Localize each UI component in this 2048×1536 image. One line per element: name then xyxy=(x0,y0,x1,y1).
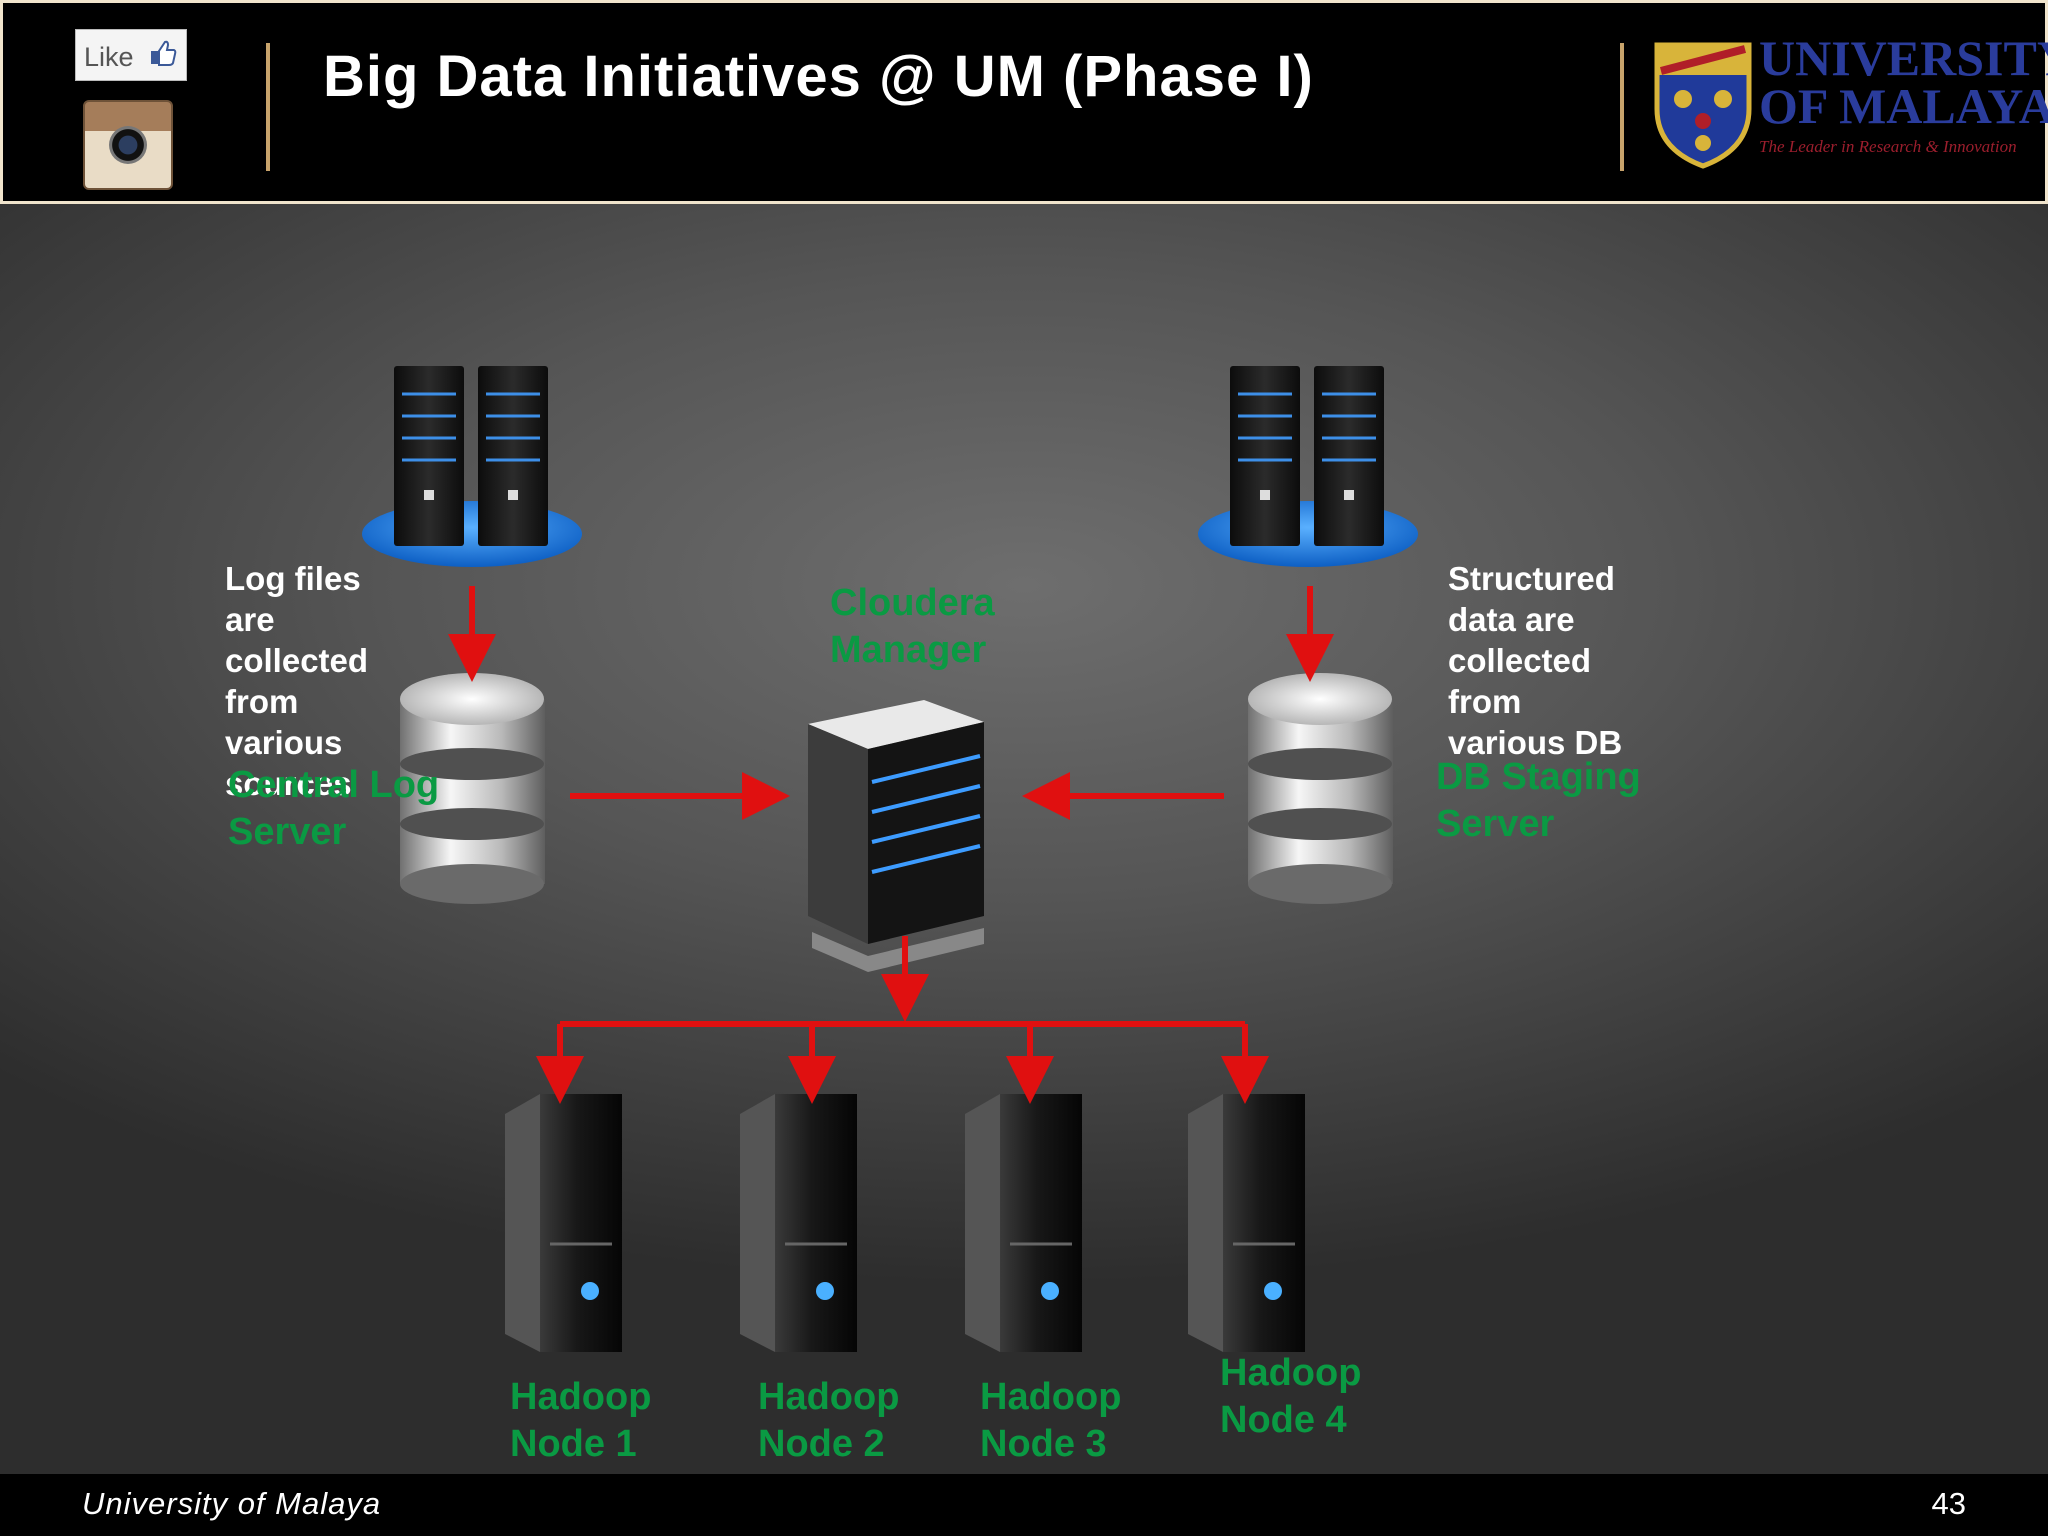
like-button[interactable]: Like xyxy=(75,29,187,81)
db-staging-server-label: DB Staging Server xyxy=(1436,756,1641,845)
hadoop-node-3-label: Hadoop Node 3 xyxy=(980,1376,1122,1465)
header-divider-right xyxy=(1620,43,1624,171)
structured-data-note: Structured data are collected from vario… xyxy=(1448,560,1623,761)
slide-footer: University of Malaya 43 xyxy=(0,1474,2048,1536)
cloudera-manager-label: Cloudera Manager xyxy=(830,582,995,671)
hadoop-node-1-label: Hadoop Node 1 xyxy=(510,1376,652,1465)
hadoop-node-2-label: Hadoop Node 2 xyxy=(758,1376,900,1465)
central-log-server-icon xyxy=(400,673,545,904)
log-files-note: Log files are collected from various sou… xyxy=(225,560,369,802)
hadoop-node-4-label: Hadoop Node 4 xyxy=(1220,1352,1362,1441)
header-divider-left xyxy=(266,43,270,171)
footer-university-name: University of Malaya xyxy=(82,1486,382,1521)
page-number: 43 xyxy=(1931,1486,1966,1521)
central-log-server-label: Central Log Server xyxy=(228,764,440,853)
thumbs-up-icon xyxy=(151,40,177,66)
db-source-servers-icon xyxy=(1198,366,1418,567)
hadoop-node-3-icon xyxy=(965,1094,1082,1352)
like-label: Like xyxy=(84,42,134,72)
diagram-stage: Log files are collected from various sou… xyxy=(0,204,2048,1474)
university-crest-icon xyxy=(1654,42,1752,169)
camera-lens-icon xyxy=(109,126,147,164)
university-name-line1: UNIVERSITY xyxy=(1759,30,2048,86)
university-name-line2: OF MALAYA xyxy=(1759,78,2048,134)
db-staging-server-icon xyxy=(1248,673,1393,904)
cloudera-manager-server-icon xyxy=(808,700,984,972)
hadoop-node-2-icon xyxy=(740,1094,857,1352)
connectors xyxy=(448,586,1334,1104)
page-title: Big Data Initiatives @ UM (Phase I) xyxy=(323,44,1314,109)
log-source-servers-icon xyxy=(362,366,582,567)
university-tagline: The Leader in Research & Innovation xyxy=(1759,137,2017,156)
camera-app-icon[interactable] xyxy=(83,100,173,190)
hadoop-node-4-icon xyxy=(1188,1094,1305,1352)
slide-header: Like Big Data Initiatives @ UM (Phase I)… xyxy=(0,0,2048,204)
architecture-diagram xyxy=(362,366,1418,1352)
hadoop-node-1-icon xyxy=(505,1094,622,1352)
